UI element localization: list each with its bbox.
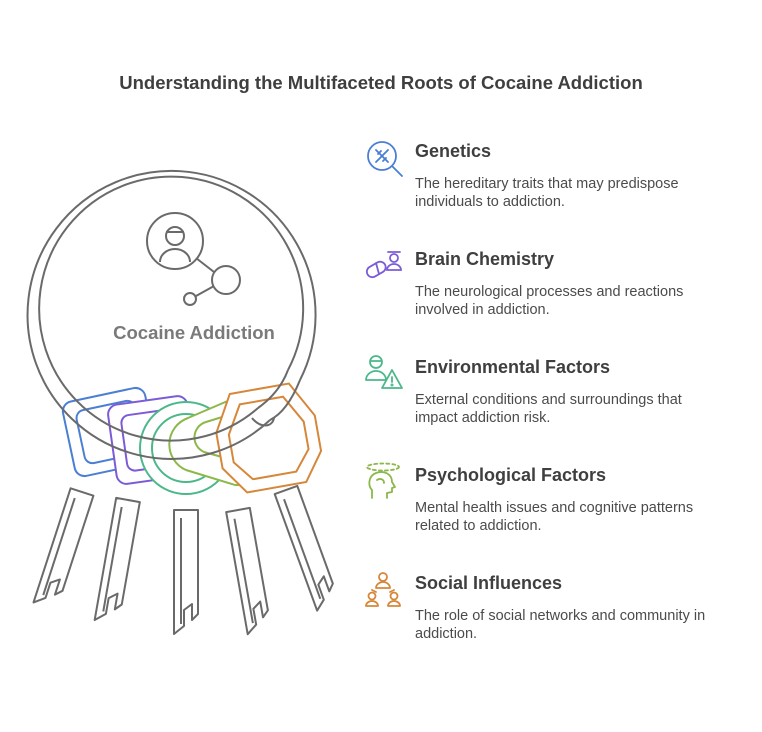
item-social-influences: Social Influences The role of social net… (362, 570, 752, 670)
item-heading: Genetics (415, 141, 492, 161)
item-description: Mental health issues and cognitive patte… (415, 500, 694, 534)
key-shaft-2 (93, 496, 141, 622)
key-shaft-5 (273, 484, 334, 612)
item-heading: Psychological Factors (415, 465, 607, 485)
item-description: The neurological processes and reactions… (415, 284, 684, 318)
pill-person-icon (365, 251, 402, 279)
community-icon (365, 572, 401, 607)
item-psychological-factors: Psychological Factors Mental health issu… (362, 462, 752, 562)
key-shaft-3 (173, 509, 199, 635)
item-description: External conditions and surroundings tha… (415, 392, 682, 426)
item-heading: Brain Chemistry (415, 249, 555, 269)
keyring-illustration: Cocaine Addiction (26, 169, 334, 636)
key-shaft-4 (225, 506, 269, 636)
item-description: The hereditary traits that may predispos… (415, 176, 679, 210)
diagram-title: Understanding the Multifaceted Roots of … (119, 72, 643, 93)
item-description: The role of social networks and communit… (415, 608, 706, 642)
center-label: Cocaine Addiction (113, 322, 275, 343)
dna-icon (367, 141, 403, 177)
item-heading: Social Influences (415, 573, 563, 593)
key-shaft-1 (32, 487, 95, 604)
user-network-icon (146, 212, 241, 306)
person-warning-icon (365, 355, 403, 389)
item-heading: Environmental Factors (415, 357, 611, 377)
item-environmental-factors: Environmental Factors External condition… (362, 354, 752, 454)
head-thought-icon (366, 462, 400, 499)
key-ring (26, 169, 317, 460)
item-genetics: Genetics The hereditary traits that may … (362, 138, 752, 238)
item-brain-chemistry: Brain Chemistry The neurological process… (362, 246, 752, 346)
key-head-orange (215, 382, 323, 494)
